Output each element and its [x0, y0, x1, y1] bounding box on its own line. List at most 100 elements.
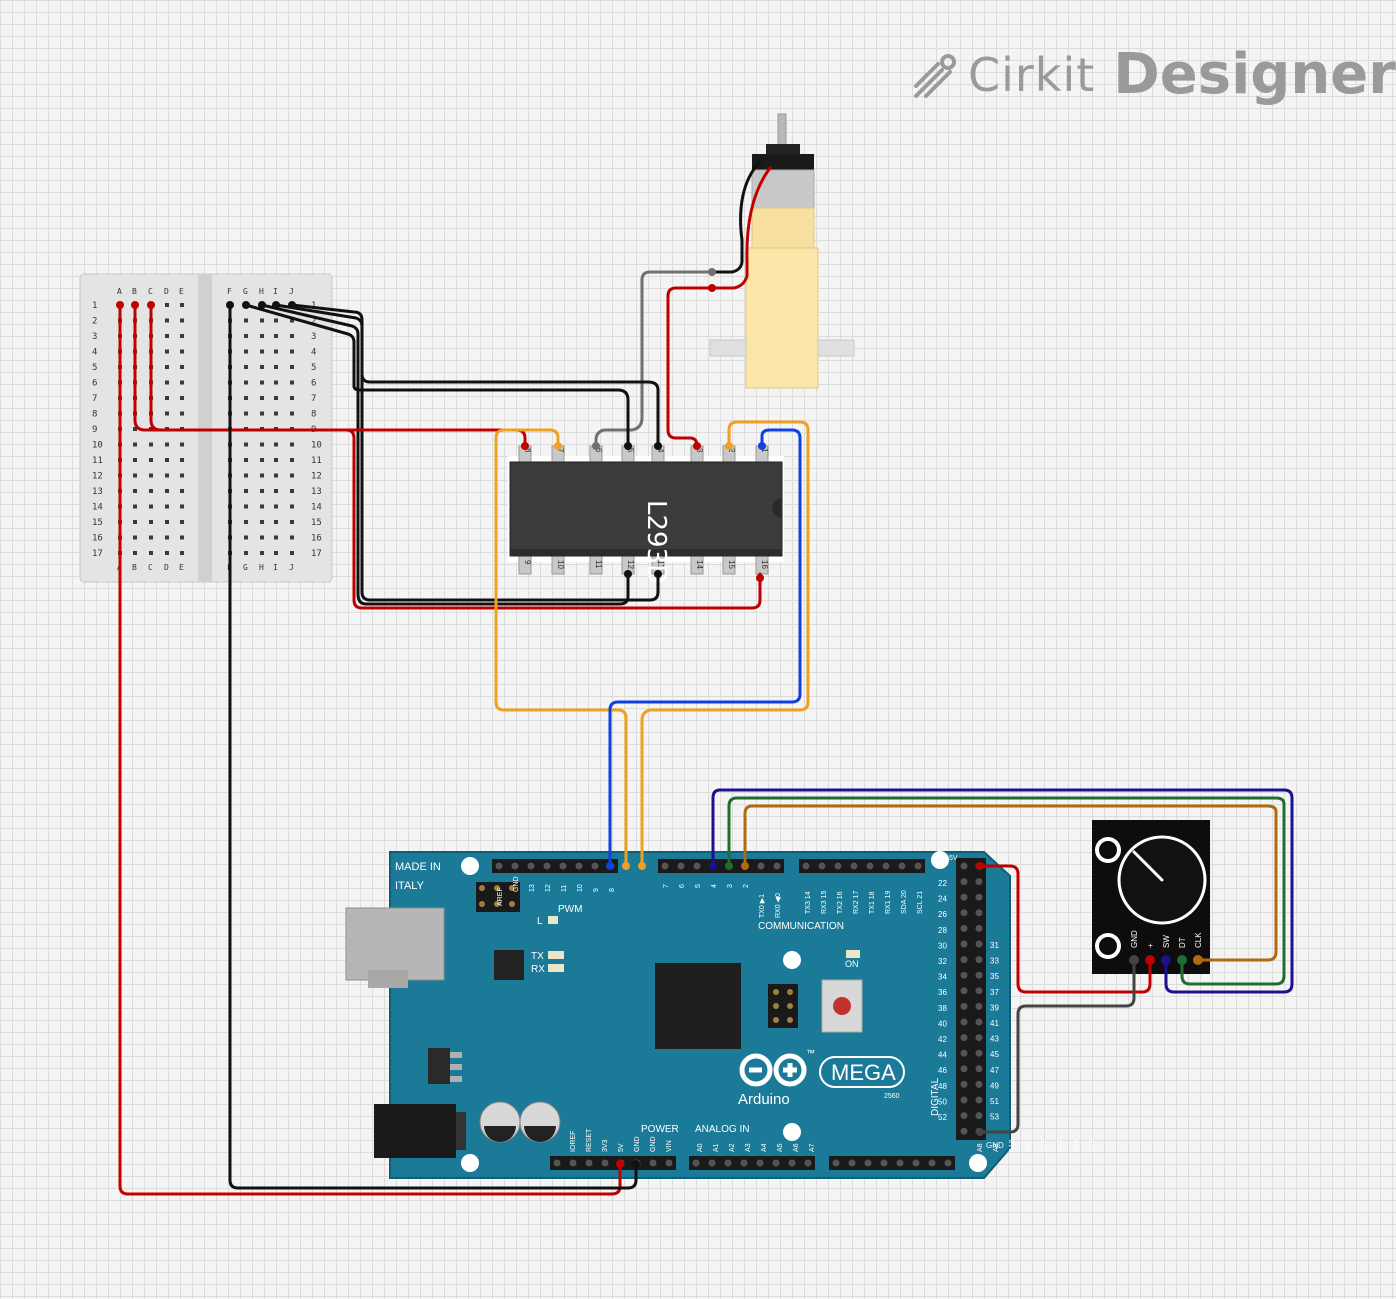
breadboard-hole[interactable]: [133, 458, 137, 462]
breadboard-hole[interactable]: [260, 520, 264, 524]
breadboard-hole[interactable]: [274, 318, 278, 323]
breadboard-hole[interactable]: [290, 458, 294, 462]
breadboard-hole[interactable]: [165, 411, 169, 416]
breadboard-hole[interactable]: [180, 411, 184, 416]
header-pin[interactable]: [818, 862, 826, 870]
header-pin[interactable]: [834, 862, 842, 870]
breadboard-hole[interactable]: [260, 396, 264, 400]
header-pin[interactable]: [866, 862, 874, 870]
breadboard-hole[interactable]: [244, 411, 248, 416]
breadboard-hole[interactable]: [260, 318, 264, 323]
header-pin[interactable]: [649, 1159, 657, 1167]
header-pin[interactable]: [960, 924, 968, 932]
header-pin[interactable]: [896, 1159, 904, 1167]
breadboard-hole[interactable]: [274, 411, 278, 416]
breadboard-hole[interactable]: [133, 489, 137, 493]
header-pin[interactable]: [772, 1159, 780, 1167]
header-pin[interactable]: [692, 1159, 700, 1167]
breadboard-hole[interactable]: [165, 442, 169, 447]
header-pin[interactable]: [975, 1002, 983, 1010]
breadboard-hole[interactable]: [180, 473, 184, 478]
header-pin[interactable]: [559, 862, 567, 870]
breadboard-hole[interactable]: [244, 551, 248, 555]
breadboard-hole[interactable]: [290, 411, 294, 416]
breadboard-hole[interactable]: [180, 318, 184, 323]
breadboard-hole[interactable]: [274, 551, 278, 555]
header-pin[interactable]: [575, 862, 583, 870]
header-pin[interactable]: [975, 893, 983, 901]
breadboard-hole[interactable]: [133, 473, 137, 478]
breadboard-hole[interactable]: [244, 349, 248, 354]
header-pin[interactable]: [960, 1049, 968, 1057]
breadboard-hole[interactable]: [274, 442, 278, 447]
header-pin[interactable]: [757, 862, 765, 870]
header-pin[interactable]: [495, 862, 503, 870]
breadboard-hole[interactable]: [274, 458, 278, 462]
breadboard-hole[interactable]: [244, 380, 248, 385]
breadboard-hole[interactable]: [274, 489, 278, 493]
breadboard-hole[interactable]: [180, 396, 184, 400]
breadboard-hole[interactable]: [180, 380, 184, 385]
breadboard-hole[interactable]: [165, 349, 169, 354]
breadboard-hole[interactable]: [274, 365, 278, 369]
breadboard-hole[interactable]: [180, 365, 184, 369]
breadboard-hole[interactable]: [290, 349, 294, 354]
breadboard-hole[interactable]: [180, 504, 184, 509]
header-pin[interactable]: [912, 1159, 920, 1167]
header-pin[interactable]: [882, 862, 890, 870]
breadboard-hole[interactable]: [290, 535, 294, 540]
breadboard-hole[interactable]: [180, 520, 184, 524]
breadboard-hole[interactable]: [274, 396, 278, 400]
header-pin[interactable]: [975, 971, 983, 979]
breadboard-hole[interactable]: [274, 334, 278, 338]
header-pin[interactable]: [960, 893, 968, 901]
breadboard-hole[interactable]: [274, 520, 278, 524]
breadboard-hole[interactable]: [180, 303, 184, 307]
breadboard-hole[interactable]: [260, 334, 264, 338]
header-pin[interactable]: [960, 862, 968, 870]
breadboard-hole[interactable]: [149, 458, 153, 462]
breadboard-hole[interactable]: [290, 334, 294, 338]
header-pin[interactable]: [724, 1159, 732, 1167]
breadboard-hole[interactable]: [290, 520, 294, 524]
header-pin[interactable]: [975, 924, 983, 932]
breadboard-hole[interactable]: [165, 380, 169, 385]
header-pin[interactable]: [928, 1159, 936, 1167]
breadboard-hole[interactable]: [290, 365, 294, 369]
header-pin[interactable]: [850, 862, 858, 870]
dc-gear-motor[interactable]: [709, 113, 855, 389]
header-pin[interactable]: [756, 1159, 764, 1167]
breadboard-hole[interactable]: [260, 349, 264, 354]
breadboard-hole[interactable]: [149, 551, 153, 555]
header-pin[interactable]: [960, 940, 968, 948]
header-pin[interactable]: [864, 1159, 872, 1167]
breadboard-hole[interactable]: [244, 365, 248, 369]
breadboard-hole[interactable]: [274, 504, 278, 509]
header-pin[interactable]: [740, 1159, 748, 1167]
breadboard-hole[interactable]: [274, 349, 278, 354]
breadboard-hole[interactable]: [165, 334, 169, 338]
header-pin[interactable]: [944, 1159, 952, 1167]
breadboard-hole[interactable]: [244, 504, 248, 509]
header-pin[interactable]: [975, 1034, 983, 1042]
breadboard-hole[interactable]: [290, 442, 294, 447]
breadboard-hole[interactable]: [149, 473, 153, 478]
breadboard-hole[interactable]: [165, 520, 169, 524]
header-pin[interactable]: [975, 1049, 983, 1057]
breadboard-hole[interactable]: [244, 396, 248, 400]
header-pin[interactable]: [880, 1159, 888, 1167]
breadboard-hole[interactable]: [165, 535, 169, 540]
header-pin[interactable]: [693, 862, 701, 870]
header-pin[interactable]: [527, 862, 535, 870]
breadboard-hole[interactable]: [165, 551, 169, 555]
header-pin[interactable]: [960, 1080, 968, 1088]
breadboard-hole[interactable]: [149, 504, 153, 509]
header-pin[interactable]: [553, 1159, 561, 1167]
breadboard-hole[interactable]: [133, 535, 137, 540]
breadboard-hole[interactable]: [290, 396, 294, 400]
header-pin[interactable]: [848, 1159, 856, 1167]
breadboard-hole[interactable]: [165, 473, 169, 478]
breadboard-hole[interactable]: [165, 365, 169, 369]
